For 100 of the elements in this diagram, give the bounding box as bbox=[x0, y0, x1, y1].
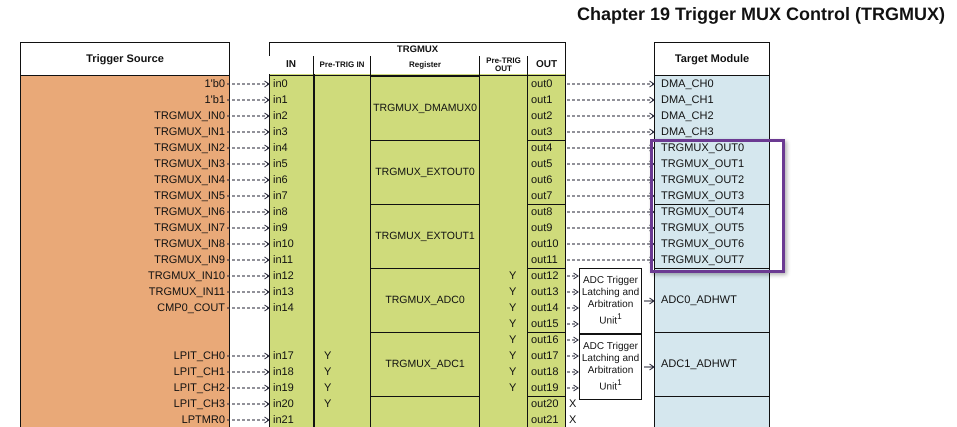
arrow bbox=[226, 144, 270, 152]
arrow bbox=[566, 112, 654, 120]
column-heading: Trigger Source bbox=[21, 43, 229, 76]
flag-text: X bbox=[569, 412, 576, 427]
column-heading: Register bbox=[371, 56, 479, 74]
signal-label: TRGMUX_IN11 bbox=[148, 284, 225, 300]
input-cell: in1 bbox=[270, 92, 313, 108]
target-cell: TRGMUX_OUT3 bbox=[655, 188, 769, 204]
arrow bbox=[226, 416, 270, 424]
target-cell: ADC0_ADHWT bbox=[655, 268, 769, 332]
arrow bbox=[226, 96, 270, 104]
arrow bbox=[644, 298, 654, 304]
arrow bbox=[226, 272, 270, 280]
input-cell: in0 bbox=[270, 76, 313, 92]
arrow bbox=[226, 176, 270, 184]
output-cell: out18 bbox=[528, 364, 565, 380]
arrow bbox=[226, 352, 270, 360]
flag-text: X bbox=[569, 396, 576, 412]
input-cell: in20 bbox=[270, 396, 313, 412]
signal-label: LPIT_CH3 bbox=[174, 396, 225, 412]
arrow bbox=[566, 320, 578, 328]
output-cell: out11 bbox=[528, 252, 565, 268]
page-title: Chapter 19 Trigger MUX Control (TRGMUX) bbox=[576, 4, 945, 25]
arrow bbox=[566, 336, 578, 344]
logic-block: ADC Trigger Latching and Arbitration Unit$^{1}$ bbox=[579, 268, 642, 334]
target-panel bbox=[654, 42, 770, 427]
arrow bbox=[226, 384, 270, 392]
arrow bbox=[566, 96, 654, 104]
arrow bbox=[566, 192, 654, 200]
output-cell: out2 bbox=[528, 108, 565, 124]
signal-label: TRGMUX_IN0 bbox=[154, 108, 225, 124]
arrow bbox=[566, 304, 578, 312]
input-cell: in13 bbox=[270, 284, 313, 300]
arrow bbox=[226, 208, 270, 216]
signal-label: LPIT_CH2 bbox=[174, 380, 225, 396]
output-cell: out3 bbox=[528, 124, 565, 140]
input-cell: in17 bbox=[270, 348, 313, 364]
output-cell: out7 bbox=[528, 188, 565, 204]
flag-text: Y bbox=[509, 300, 516, 316]
target-cell: TRGMUX_OUT7 bbox=[655, 252, 769, 268]
arrow bbox=[226, 80, 270, 88]
flag-text: Y bbox=[324, 396, 332, 412]
arrow bbox=[226, 112, 270, 120]
arrow bbox=[226, 128, 270, 136]
arrow bbox=[226, 240, 270, 248]
output-cell: out10 bbox=[528, 236, 565, 252]
arrow bbox=[566, 384, 578, 392]
flag-text: Y bbox=[324, 364, 332, 380]
signal-label: TRGMUX_IN10 bbox=[148, 268, 225, 284]
column-heading: Pre-TRIG IN bbox=[314, 56, 370, 74]
arrow bbox=[566, 256, 654, 264]
signal-label: TRGMUX_IN9 bbox=[154, 252, 225, 268]
output-cell: out15 bbox=[528, 316, 565, 332]
input-cell: in9 bbox=[270, 220, 313, 236]
output-cell: out9 bbox=[528, 220, 565, 236]
output-cell: out6 bbox=[528, 172, 565, 188]
flag-text: Y bbox=[509, 316, 516, 332]
output-cell: out1 bbox=[528, 92, 565, 108]
arrow bbox=[226, 256, 270, 264]
target-cell: DMA_CH2 bbox=[655, 108, 769, 124]
column-heading: IN bbox=[269, 56, 313, 74]
signal-label: TRGMUX_IN2 bbox=[154, 140, 225, 156]
target-cell: DMA_CH1 bbox=[655, 92, 769, 108]
arrow bbox=[644, 364, 654, 370]
signal-label: TRGMUX_IN8 bbox=[154, 236, 225, 252]
arrow bbox=[566, 176, 654, 184]
arrow bbox=[566, 368, 578, 376]
output-cell: out17 bbox=[528, 348, 565, 364]
flag-text: Y bbox=[509, 284, 516, 300]
target-cell: TRGMUX_OUT2 bbox=[655, 172, 769, 188]
signal-label: CMP0_COUT bbox=[157, 300, 225, 316]
arrow bbox=[566, 224, 654, 232]
signal-label: 1'b1 bbox=[204, 92, 225, 108]
target-cell: DMA_CH0 bbox=[655, 76, 769, 92]
target-cell: ADC1_ADHWT bbox=[655, 332, 769, 396]
arrow bbox=[566, 288, 578, 296]
output-cell: out21 bbox=[528, 412, 565, 427]
arrow bbox=[566, 144, 654, 152]
signal-label: LPIT_CH1 bbox=[174, 364, 225, 380]
signal-label: LPIT_CH0 bbox=[174, 348, 225, 364]
input-cell: in5 bbox=[270, 156, 313, 172]
arrow bbox=[226, 160, 270, 168]
flag-text: Y bbox=[509, 268, 516, 284]
column-heading: OUT bbox=[528, 56, 565, 74]
arrow bbox=[566, 160, 654, 168]
arrow bbox=[566, 272, 578, 280]
input-cell: in7 bbox=[270, 188, 313, 204]
flag-text: Y bbox=[509, 348, 516, 364]
flag-text: Y bbox=[324, 348, 332, 364]
source-panel bbox=[20, 42, 230, 427]
signal-label: 1'b0 bbox=[204, 76, 225, 92]
arrow bbox=[226, 304, 270, 312]
signal-label: TRGMUX_IN7 bbox=[154, 220, 225, 236]
logic-block: ADC Trigger Latching and Arbitration Unit$^{1}$ bbox=[579, 334, 642, 400]
column-heading: Pre-TRIG OUT bbox=[480, 56, 527, 74]
input-cell: in11 bbox=[270, 252, 313, 268]
signal-label: TRGMUX_IN1 bbox=[154, 124, 225, 140]
mux-table bbox=[269, 42, 566, 427]
arrow bbox=[226, 400, 270, 408]
flag-text: Y bbox=[509, 332, 516, 348]
